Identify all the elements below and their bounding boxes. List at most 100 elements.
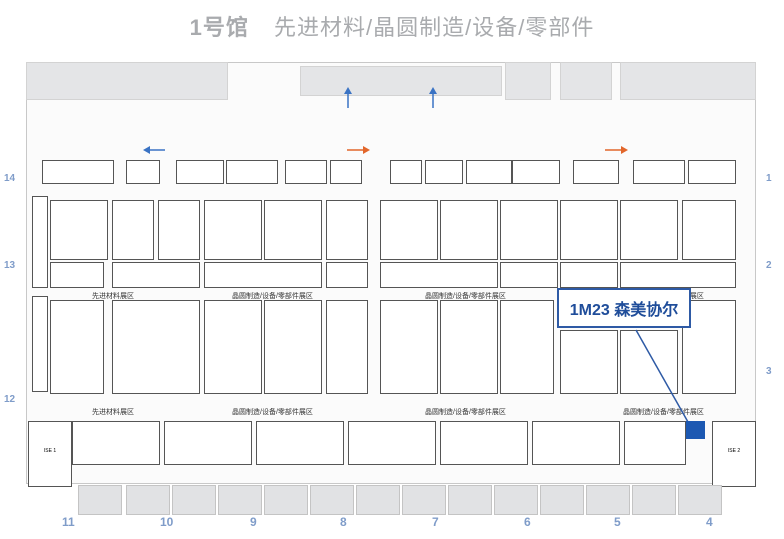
booth-block[interactable] (573, 160, 619, 184)
gate-label-left: 13 (4, 260, 16, 271)
gate-block (356, 485, 400, 515)
booth-block[interactable] (380, 200, 438, 260)
booth-block[interactable] (633, 160, 685, 184)
booth-block[interactable] (126, 160, 160, 184)
arrow-right-icon (347, 146, 370, 154)
hall-number: 1号馆 (189, 15, 249, 40)
booth-block[interactable] (330, 160, 362, 184)
top-structure-right-2 (620, 62, 756, 100)
arrow-up-icon (344, 87, 352, 108)
gate-number: 8 (340, 515, 347, 529)
booth-block[interactable] (380, 300, 438, 394)
gate-number: 5 (614, 515, 621, 529)
top-structure-center (300, 66, 502, 96)
zone-label-wafer-fab: 晶圆制造/设备/零部件展区 (232, 293, 313, 300)
booth-block[interactable] (50, 200, 108, 260)
zone-label-wafer-fab: 晶圆制造/设备/零部件展区 (232, 409, 313, 416)
booth-block[interactable] (682, 300, 736, 394)
booth-block[interactable] (390, 160, 422, 184)
booth-block[interactable] (50, 300, 104, 394)
gate-block (78, 485, 122, 515)
booth-block[interactable] (688, 160, 736, 184)
booth-block[interactable] (512, 160, 560, 184)
booth-block[interactable] (264, 200, 322, 260)
booth-block[interactable] (50, 262, 104, 288)
gate-block (264, 485, 308, 515)
booth-block[interactable] (112, 262, 200, 288)
booth-block[interactable] (620, 200, 678, 260)
hall-subtitle: 先进材料/晶圆制造/设备/零部件 (274, 15, 595, 40)
gate-block (448, 485, 492, 515)
booth-block[interactable] (285, 160, 327, 184)
booth-block[interactable] (380, 262, 498, 288)
gate-label-left: 12 (4, 394, 16, 405)
booth-block[interactable] (176, 160, 224, 184)
gate-label-right: 1 (766, 173, 772, 184)
booth-block[interactable] (326, 262, 368, 288)
gate-block (494, 485, 538, 515)
booth-block[interactable] (72, 421, 160, 465)
booth-block[interactable] (42, 160, 114, 184)
pointer-line (635, 329, 689, 423)
booth-block[interactable] (500, 262, 558, 288)
entrance-right-label: ISE 2 (727, 448, 741, 454)
top-structure-center-right (505, 62, 551, 100)
entrance-left: ISE 1 (28, 421, 72, 487)
gate-block (402, 485, 446, 515)
booth-block[interactable] (500, 300, 554, 394)
booth-block[interactable] (560, 200, 618, 260)
booth-block[interactable] (440, 421, 528, 465)
highlighted-booth-marker[interactable] (686, 421, 705, 439)
gate-block (586, 485, 630, 515)
gate-block (218, 485, 262, 515)
booth-block[interactable] (226, 160, 278, 184)
booth-block[interactable] (32, 296, 48, 392)
booth-block[interactable] (264, 300, 322, 394)
booth-block[interactable] (620, 262, 736, 288)
gate-block (172, 485, 216, 515)
booth-block[interactable] (256, 421, 344, 465)
booth-block[interactable] (204, 300, 262, 394)
booth-block[interactable] (348, 421, 436, 465)
top-structure-right-1 (560, 62, 612, 100)
gate-block (632, 485, 676, 515)
booth-block[interactable] (624, 421, 686, 465)
booth-block[interactable] (112, 200, 154, 260)
zone-label-advanced-material: 先进材料展区 (92, 409, 134, 416)
gate-number: 10 (160, 515, 174, 529)
booth-block[interactable] (560, 330, 618, 394)
booth-block[interactable] (466, 160, 512, 184)
arrow-up-icon (429, 87, 437, 108)
booth-block[interactable] (560, 262, 618, 288)
entrance-right: ISE 2 (712, 421, 756, 487)
booth-block[interactable] (532, 421, 620, 465)
gate-number: 7 (432, 515, 439, 529)
booth-block[interactable] (326, 200, 368, 260)
booth-block[interactable] (112, 300, 200, 394)
booth-block[interactable] (204, 262, 322, 288)
gate-number: 9 (250, 515, 257, 529)
booth-block[interactable] (32, 196, 48, 288)
zone-label-wafer-fab: 晶圆制造/设备/零部件展区 (425, 409, 506, 416)
booth-block[interactable] (158, 200, 200, 260)
booth-block[interactable] (620, 330, 678, 394)
booth-block[interactable] (440, 300, 498, 394)
booth-block[interactable] (164, 421, 252, 465)
booth-block[interactable] (440, 200, 498, 260)
zone-label-wafer-fab: 晶圆制造/设备/零部件展区 (623, 409, 704, 416)
booth-block[interactable] (500, 200, 558, 260)
gate-number: 6 (524, 515, 531, 529)
gate-number: 11 (62, 515, 75, 529)
booth-block[interactable] (204, 200, 262, 260)
gate-block (540, 485, 584, 515)
booth-block[interactable] (326, 300, 368, 394)
gate-block (678, 485, 722, 515)
booth-highlight-callout[interactable]: 1M23 森美协尔 (557, 288, 691, 328)
entrance-left-label: ISE 1 (43, 448, 57, 454)
booth-block[interactable] (682, 200, 736, 260)
top-structure-left (26, 62, 228, 100)
zone-label-advanced-material: 先进材料展区 (92, 293, 134, 300)
map-title: 1号馆 先进材料/晶圆制造/设备/零部件 (0, 10, 784, 42)
booth-block[interactable] (425, 160, 463, 184)
